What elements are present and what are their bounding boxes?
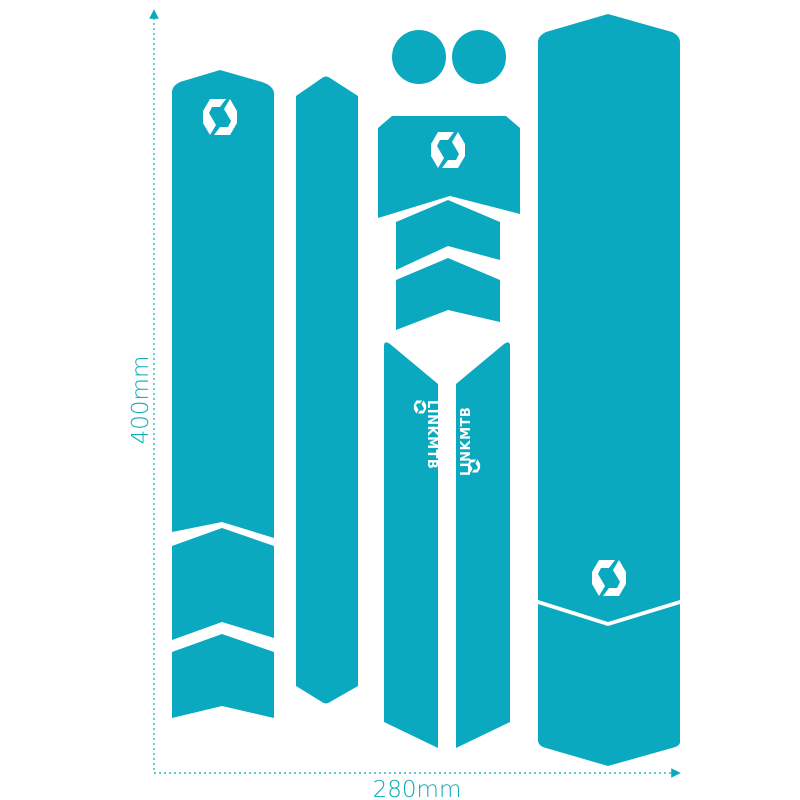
brand-wordmark-right: LINKMTB — [459, 407, 481, 476]
center-chevron-lower — [396, 258, 500, 330]
protector-pieces: LINKMTB LINKMTB — [172, 14, 680, 766]
right-bottom-panel — [538, 604, 680, 766]
round-patch-right — [452, 30, 506, 84]
brand-name-text: LINKMTB — [424, 400, 439, 469]
height-dimension: 400mm — [128, 9, 159, 770]
left-chevron-upper — [172, 528, 274, 640]
diagonal-strip-right — [456, 342, 510, 748]
width-dimension-label: 280mm — [373, 777, 462, 800]
brand-wordmark-left: LINKMTB — [413, 400, 439, 469]
diagonal-strip-left — [384, 342, 438, 748]
center-chevron-upper — [396, 200, 500, 270]
left-chevron-lower — [172, 634, 274, 718]
brand-name-text: LINKMTB — [459, 407, 474, 476]
round-patch-left — [392, 30, 446, 84]
right-large-panel — [538, 14, 680, 622]
width-dimension: 280mm — [154, 768, 681, 800]
height-dimension-label: 400mm — [128, 356, 154, 445]
left-tall-strip — [172, 70, 274, 538]
narrow-strip — [296, 76, 358, 704]
